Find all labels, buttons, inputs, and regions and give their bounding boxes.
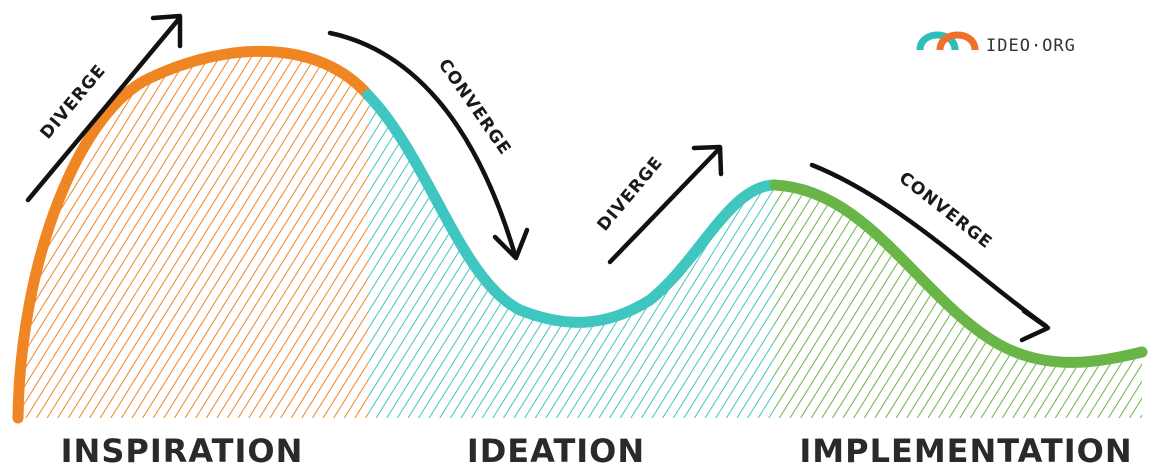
inspiration-curve: [12, 45, 374, 424]
logo-arc-orange: [936, 31, 979, 51]
implementation-area: [775, 185, 1142, 418]
implementation-curve: [769, 179, 1148, 368]
ideation-area: [368, 95, 775, 418]
phase-label-ideation: IDEATION: [467, 432, 645, 470]
phase-label-implementation: IMPLEMENTATION: [799, 432, 1132, 470]
logo-arc-teal: [916, 31, 959, 51]
ideation-curve: [362, 89, 781, 328]
phase-label-inspiration: INSPIRATION: [61, 432, 304, 470]
arrow-down-right-icon: [809, 162, 1051, 343]
inspiration-area: [18, 51, 368, 418]
arrow-up-right-icon: [25, 13, 183, 203]
arrow-down-right-icon: [327, 30, 530, 261]
arrow-up-right-icon: [607, 144, 724, 265]
converge-label-2: CONVERGE: [895, 168, 996, 253]
diverge-label-2: DIVERGE: [594, 153, 668, 235]
brand-name: IDEO·ORG: [986, 36, 1076, 56]
ideo-org-logo: IDEO·ORG: [916, 31, 1076, 56]
